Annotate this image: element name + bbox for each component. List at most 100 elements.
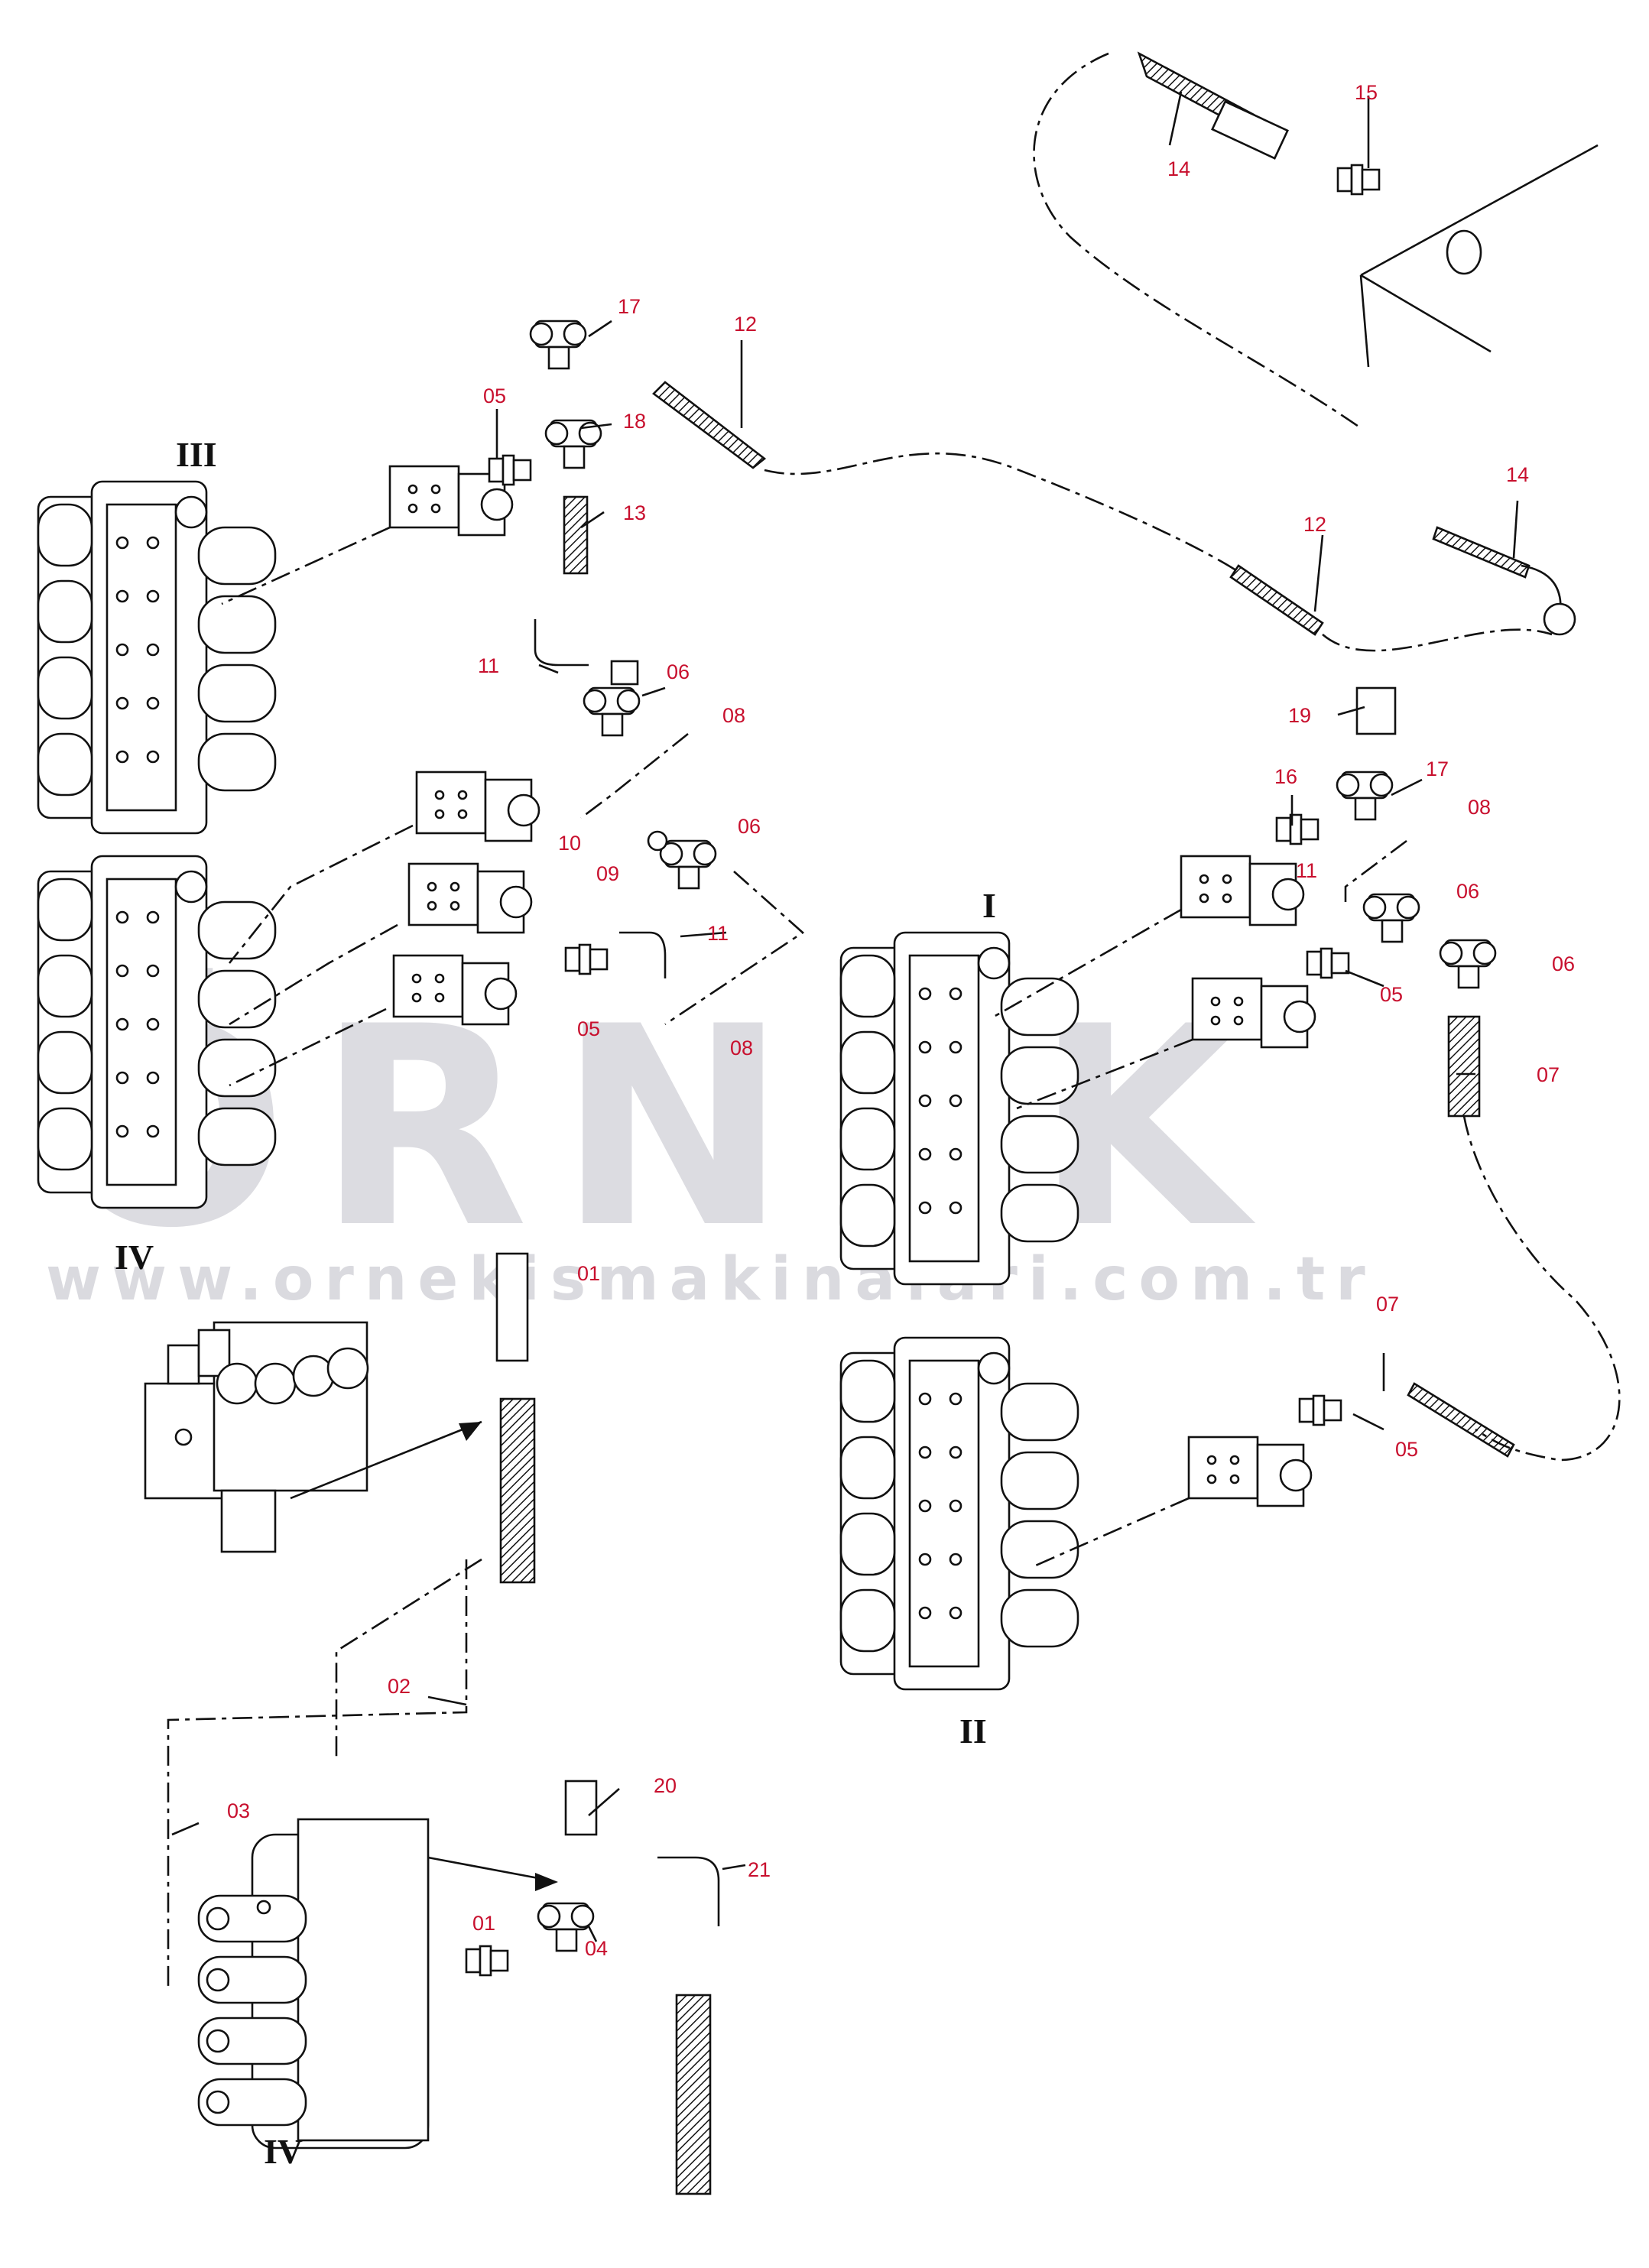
hose-13 bbox=[563, 495, 589, 575]
route-pilot-down bbox=[335, 1558, 482, 1758]
callout-09: 09 bbox=[596, 862, 619, 885]
route-iii-solenoid bbox=[221, 526, 391, 605]
callout-12-left: 12 bbox=[734, 313, 757, 336]
callout-15: 15 bbox=[1355, 81, 1378, 104]
callout-13: 13 bbox=[623, 501, 646, 524]
callout-05-ii: 05 bbox=[1395, 1438, 1418, 1461]
callout-12-right: 12 bbox=[1303, 513, 1326, 536]
hose-07-right bbox=[1447, 1015, 1481, 1118]
nipple-16 bbox=[1275, 813, 1320, 845]
group-label-III: III bbox=[176, 435, 217, 474]
route-iv-mid bbox=[229, 923, 398, 1026]
valve-bank-III bbox=[37, 480, 277, 835]
watermark-url: www.ornekismakinalari.com.tr bbox=[46, 1245, 1376, 1314]
callout-01-lower: 01 bbox=[472, 1912, 495, 1935]
route-iv-upper bbox=[228, 824, 414, 964]
callout-06-a: 06 bbox=[667, 660, 690, 683]
callout-21: 21 bbox=[748, 1858, 771, 1881]
hose-14-right bbox=[1432, 526, 1531, 579]
callout-14-right: 14 bbox=[1506, 463, 1529, 486]
callout-11-i: 11 bbox=[1296, 859, 1317, 882]
tee-fitting-06-c bbox=[1362, 893, 1420, 943]
callout-07-lower: 07 bbox=[1376, 1293, 1399, 1316]
test-coupling-20 bbox=[564, 1780, 598, 1836]
callout-16: 16 bbox=[1274, 765, 1297, 788]
callout-04: 04 bbox=[585, 1937, 608, 1960]
tee-fitting-17-left bbox=[529, 320, 587, 370]
hose-12-left bbox=[652, 381, 767, 469]
solenoid-block-iv-upper bbox=[415, 771, 540, 842]
route-08-b bbox=[664, 871, 805, 1026]
hose-01-upper bbox=[499, 1397, 536, 1584]
route-14-top bbox=[1033, 52, 1362, 430]
mounting-frame bbox=[1359, 144, 1599, 368]
route-i-lower bbox=[1016, 1038, 1193, 1110]
hose-21-lower bbox=[675, 1994, 712, 2195]
callout-02: 02 bbox=[388, 1675, 411, 1698]
valve-bank-IV-lower bbox=[197, 1818, 430, 2150]
tee-fitting-06-b bbox=[659, 839, 717, 890]
callout-08-a: 08 bbox=[722, 704, 745, 727]
solenoid-block-i-upper bbox=[1180, 855, 1305, 926]
pilot-valve-assembly bbox=[144, 1321, 369, 1553]
callout-11-iv: 11 bbox=[707, 922, 729, 945]
leader-lines bbox=[171, 91, 1519, 1942]
elbow-11-iv bbox=[619, 931, 667, 978]
arrow-head-lower bbox=[535, 1873, 558, 1891]
callout-18: 18 bbox=[623, 410, 646, 433]
callout-01-upper: 01 bbox=[577, 1262, 600, 1285]
solenoid-block-iv-lower bbox=[392, 954, 518, 1026]
group-label-IV: IV bbox=[115, 1238, 154, 1277]
group-label-I: I bbox=[982, 886, 996, 925]
callout-08-c: 08 bbox=[1468, 796, 1491, 819]
solenoid-block-iv-mid bbox=[407, 862, 533, 934]
callout-11-iii: 11 bbox=[478, 654, 499, 677]
callout-06-d: 06 bbox=[1552, 952, 1575, 975]
route-02 bbox=[167, 1559, 468, 1987]
callout-14-top: 14 bbox=[1167, 157, 1190, 180]
solenoid-block-i-lower bbox=[1191, 977, 1316, 1049]
route-14-right bbox=[1322, 628, 1553, 652]
callout-17-right: 17 bbox=[1426, 758, 1449, 780]
tee-fitting-17-right bbox=[1336, 771, 1394, 821]
callout-20: 20 bbox=[654, 1774, 677, 1797]
route-ii bbox=[1031, 1497, 1190, 1569]
callout-08-b: 08 bbox=[730, 1037, 753, 1059]
hose-07-lower bbox=[1407, 1382, 1515, 1458]
adapter-15 bbox=[1336, 164, 1381, 196]
valve-bank-II bbox=[839, 1336, 1079, 1691]
tee-fitting-06-d bbox=[1439, 939, 1497, 989]
callout-10: 10 bbox=[558, 832, 581, 855]
tee-fitting-06-a bbox=[583, 686, 641, 737]
solenoid-block-ii bbox=[1187, 1436, 1313, 1507]
callout-19: 19 bbox=[1288, 704, 1311, 727]
quick-coupler-01-upper bbox=[495, 1252, 529, 1362]
nipple-05-ii bbox=[1298, 1394, 1342, 1426]
route-07 bbox=[1462, 1115, 1621, 1462]
arrow-to-coupler bbox=[290, 1420, 482, 1500]
callout-03: 03 bbox=[227, 1799, 250, 1822]
arrow-head-upper bbox=[459, 1422, 482, 1441]
group-label-II: II bbox=[959, 1712, 987, 1750]
fitting-10 bbox=[610, 660, 639, 686]
nipple-05-i bbox=[1306, 947, 1350, 979]
elbow-21 bbox=[657, 1856, 720, 1926]
fitting-19 bbox=[1355, 686, 1397, 735]
callout-06-c: 06 bbox=[1456, 880, 1479, 903]
hose-12-right bbox=[1229, 564, 1324, 636]
callout-17-left: 17 bbox=[618, 295, 641, 318]
nipple-05-iv bbox=[564, 943, 609, 975]
callout-05-i: 05 bbox=[1380, 983, 1403, 1006]
fitting-09 bbox=[647, 830, 668, 852]
route-12 bbox=[764, 452, 1239, 573]
route-08-c bbox=[1344, 839, 1407, 902]
hose-end-14-top bbox=[1211, 100, 1289, 160]
nipple-01-lower bbox=[465, 1945, 509, 1977]
callout-05-iv: 05 bbox=[577, 1017, 600, 1040]
elbow-11-iii bbox=[534, 619, 589, 667]
route-iv-lower bbox=[229, 1007, 387, 1087]
group-label-IV-lower: IV bbox=[264, 2132, 303, 2171]
callout-07-right: 07 bbox=[1537, 1063, 1560, 1086]
arrow-to-tee bbox=[427, 1856, 551, 1882]
